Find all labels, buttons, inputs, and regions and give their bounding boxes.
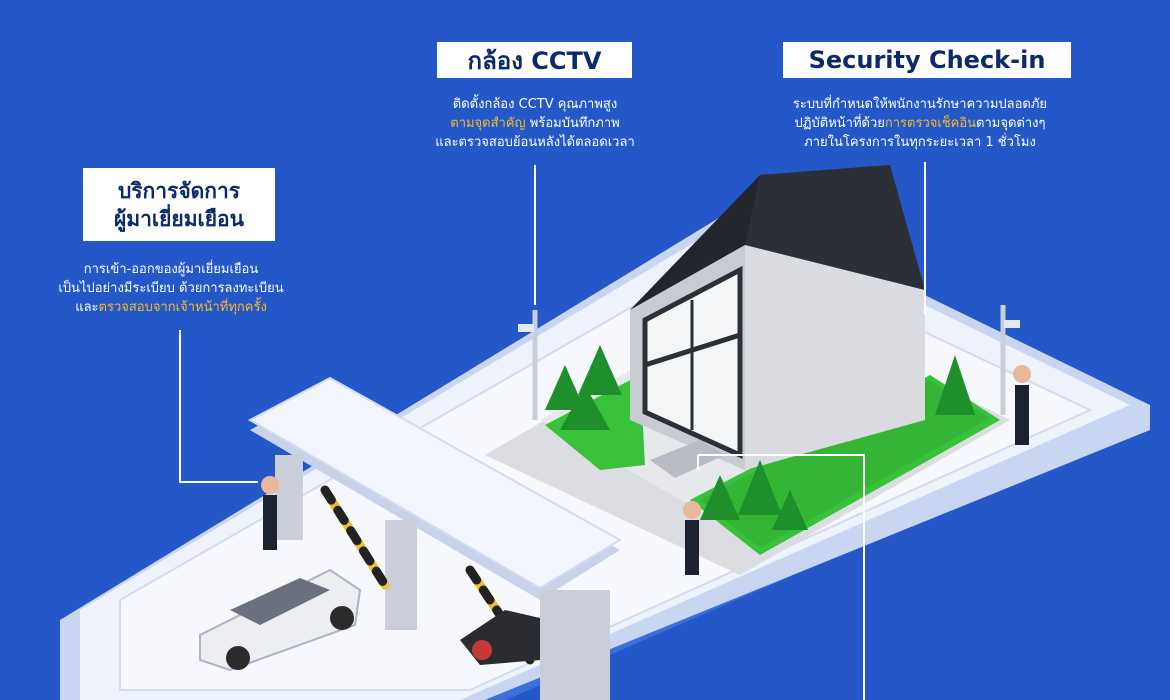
house xyxy=(630,165,925,478)
white-suv xyxy=(199,568,362,672)
cctv-title: กล้อง CCTV xyxy=(437,42,632,78)
security-desc-line2: ปฏิบัติหน้าที่ด้วยการตรวจเช็คอินตามจุดต่… xyxy=(750,114,1090,133)
visitor-desc-highlight: ตรวจสอบจากเจ้าหน้าที่ทุกครั้ง xyxy=(98,300,267,315)
cctv-desc-line3: และตรวจสอบย้อนหลังได้ตลอดเวลา xyxy=(435,135,635,150)
cctv-camera-icon xyxy=(518,324,534,332)
trees xyxy=(545,345,975,530)
visitor-desc-line1: การเข้า-ออกของผู้มาเยี่ยมเยือน xyxy=(83,262,259,277)
security-desc-line3: ภายในโครงการในทุกระยะเวลา 1 ชั่วโมง xyxy=(804,135,1036,150)
cctv-camera-icon xyxy=(1004,320,1020,328)
visitor-title-line1: บริการจัดการ xyxy=(117,178,241,203)
security-desc-line1: ระบบที่กำหนดให้พนักงานรักษาความปลอดภัย xyxy=(792,97,1048,112)
visitor-management-title: บริการจัดการ ผู้มาเยี่ยมเยือน xyxy=(83,168,275,241)
cctv-desc-line2-post: พร้อมบันทึกภาพ xyxy=(525,116,620,131)
dark-car xyxy=(460,610,540,665)
visitor-desc-line3: และตรวจสอบจากเจ้าหน้าที่ทุกครั้ง xyxy=(30,298,312,317)
security-checkin-title: Security Check-in xyxy=(783,42,1071,78)
security-desc-highlight: การตรวจเช็คอิน xyxy=(884,116,977,131)
gate-canopy xyxy=(247,376,622,700)
leader-lines xyxy=(179,162,926,700)
cctv-desc-highlight: ตามจุดสำคัญ xyxy=(450,116,526,131)
visitor-desc-line3-pre: และ xyxy=(75,300,99,315)
visitor-management-description: การเข้า-ออกของผู้มาเยี่ยมเยือน เป็นไปอย่… xyxy=(30,260,312,317)
security-guards xyxy=(261,365,1031,575)
visitor-title-line2: ผู้มาเยี่ยมเยือน xyxy=(113,206,245,231)
security-checkin-description: ระบบที่กำหนดให้พนักงานรักษาความปลอดภัย ป… xyxy=(750,95,1090,152)
cctv-description: ติดตั้งกล้อง CCTV คุณภาพสูง ตามจุดสำคัญ … xyxy=(395,95,675,152)
cctv-desc-line1: ติดตั้งกล้อง CCTV คุณภาพสูง xyxy=(452,97,618,112)
security-desc-line2-post: ตามจุดต่างๆ xyxy=(976,116,1046,131)
cctv-desc-line2: ตามจุดสำคัญ พร้อมบันทึกภาพ xyxy=(395,114,675,133)
security-desc-line2-pre: ปฏิบัติหน้าที่ด้วย xyxy=(794,116,885,131)
visitor-desc-line2: เป็นไปอย่างมีระเบียบ ด้วยการลงทะเบียน xyxy=(58,281,284,296)
cctv-poles xyxy=(532,305,1006,420)
